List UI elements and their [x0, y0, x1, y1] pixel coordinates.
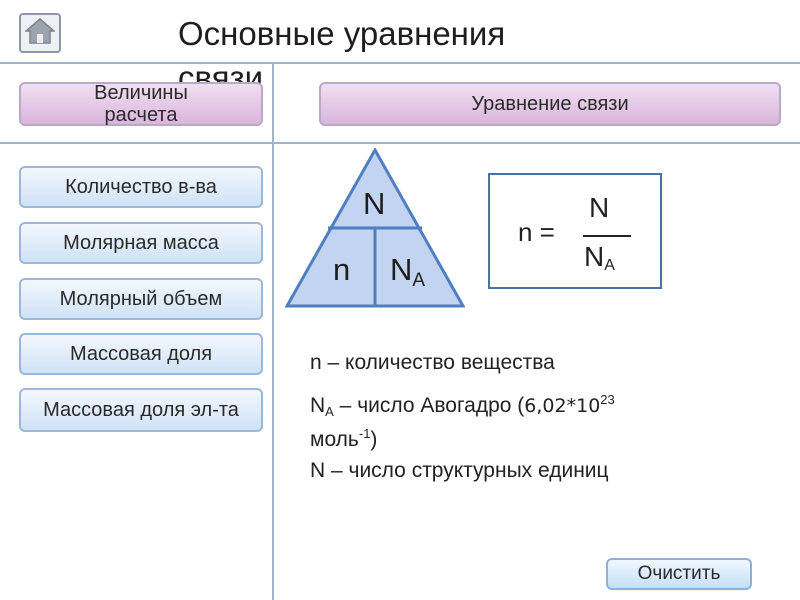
legend-line-mol: моль-1) [310, 426, 378, 451]
triangle-top-label: N [363, 186, 386, 221]
sidebar-item-label: Молярный объем [59, 288, 223, 310]
right-column-header: Уравнение связи [319, 82, 781, 126]
header-divider [0, 142, 800, 144]
page-title: Основные уравнения связи [178, 15, 506, 96]
sidebar-item-molar-mass[interactable]: Молярная масса [19, 222, 263, 264]
formula-box: n = N NA [488, 173, 662, 289]
fraction-bar [583, 235, 631, 237]
formula-lhs: n = [518, 217, 555, 247]
clear-button[interactable]: Очистить [606, 558, 752, 590]
formula-numerator: N [589, 192, 610, 223]
triangle-left-label: n [333, 252, 351, 287]
sidebar-item-label: Массовая доля эл-та [43, 398, 239, 421]
legend-line-amount: n – количество вещества [310, 351, 555, 374]
sidebar-item-element-mass-fraction[interactable]: Массовая доля эл-та [19, 388, 263, 432]
sidebar-item-label: Молярная масса [63, 232, 219, 254]
sidebar-item-mass-fraction[interactable]: Массовая доля [19, 333, 263, 375]
formula-denominator: NA [584, 241, 615, 274]
left-column-header-label: Величины расчета [94, 82, 188, 126]
formula-triangle: N n NA [284, 146, 466, 308]
clear-button-label: Очистить [637, 563, 721, 584]
legend-line-avogadro: NA – число Авогадро (6,02*1023 [310, 392, 615, 419]
sidebar-item-label: Количество в-ва [65, 176, 217, 198]
legend-line-units: N – число структурных единиц [310, 459, 609, 482]
sidebar-item-amount[interactable]: Количество в-ва [19, 166, 263, 208]
left-column-header: Величины расчета [19, 82, 263, 126]
sidebar-item-molar-volume[interactable]: Молярный объем [19, 278, 263, 320]
top-divider [0, 62, 800, 64]
home-button[interactable] [19, 13, 61, 53]
triangle-right-label: NA [390, 252, 426, 291]
home-icon [23, 17, 57, 50]
column-divider [272, 62, 274, 600]
sidebar-item-label: Массовая доля [69, 343, 213, 365]
right-column-header-label: Уравнение связи [471, 93, 629, 115]
